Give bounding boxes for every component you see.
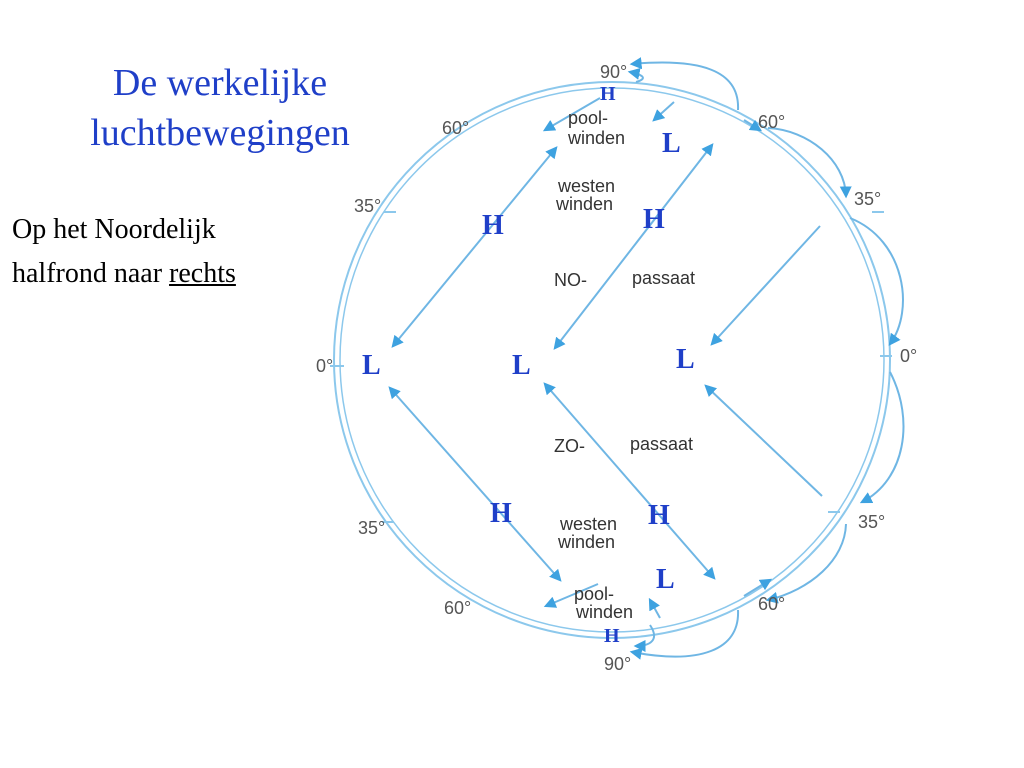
arrow-ne-trade-right (710, 225, 821, 346)
westerlies-south-line1: westen (559, 514, 617, 534)
degree-south-90: 90° (604, 654, 631, 674)
arrow-nw-upper (391, 146, 558, 348)
polar-winds-south-line1: pool- (574, 584, 614, 604)
degree-north-60-left: 60° (442, 118, 469, 138)
degree-equator-right: 0° (900, 346, 917, 366)
westerlies-south-line2: winden (557, 532, 615, 552)
pressure-low-equator-left: L (362, 350, 381, 381)
latitude-ticks (330, 211, 892, 523)
westerlies-north-line1: westen (557, 176, 615, 196)
title-line-2: luchtbewegingen (90, 112, 350, 154)
polar-winds-north-line2: winden (567, 128, 625, 148)
se-trade-label-2: passaat (630, 434, 693, 454)
polar-winds-north-line1: pool- (568, 108, 608, 128)
pressure-low-equator-mid: L (512, 350, 531, 381)
degree-south-35-left: 35° (358, 518, 385, 538)
circulation-cell-arrows (627, 57, 905, 660)
subtitle-line-1: Op het Noordelijk (12, 214, 216, 245)
degree-north-35-right: 35° (854, 189, 881, 209)
subtitle: Op het Noordelijk halfrond naar rechts (12, 208, 352, 296)
earth-outline-inner (339, 87, 885, 633)
arrow-se-lower-mid (543, 382, 716, 580)
polar-wind-arrows (542, 97, 773, 619)
pressure-high-north-35-left: H (482, 210, 504, 241)
degree-south-60-left: 60° (444, 598, 471, 618)
pressure-high-south-35-left: H (490, 498, 512, 529)
pressure-high-south-35-right: H (648, 500, 670, 531)
subtitle-prefix: halfrond naar (12, 258, 170, 289)
pressure-low-south-60: L (656, 564, 675, 595)
slide-title: De werkelijke luchtbewegingen (30, 58, 410, 158)
degree-south-35-right: 35° (858, 512, 885, 532)
pressure-low-north-60: L (662, 128, 681, 159)
degree-equator-left: 0° (316, 356, 333, 376)
pressure-high-south-pole: H (604, 625, 620, 647)
ne-trade-label-2: passaat (632, 268, 695, 288)
degree-north-60-right: 60° (758, 112, 785, 132)
arrow-se-trade-right (704, 384, 823, 497)
earth-outline (333, 81, 891, 639)
pressure-high-north-35-right: H (643, 204, 665, 235)
surface-wind-arrows (388, 143, 823, 582)
degree-north-35-left: 35° (354, 196, 381, 216)
title-line-1: De werkelijke (112, 62, 328, 104)
se-trade-label-1: ZO- (554, 436, 585, 456)
arrow-sw-lower (388, 386, 562, 582)
degree-south-60-right: 60° (758, 594, 785, 614)
arrow-ne-upper-mid (553, 143, 714, 350)
subtitle-emphasis: rechts (169, 258, 236, 289)
westerlies-north-line2: winden (555, 194, 613, 214)
degree-north-90: 90° (600, 62, 627, 82)
pressure-low-equator-right: L (676, 344, 695, 375)
pressure-high-north-pole: H (600, 83, 616, 105)
subtitle-line-2: halfrond naar rechts (12, 252, 352, 296)
polar-winds-south-line2: winden (575, 602, 633, 622)
ne-trade-label-1: NO- (554, 270, 587, 290)
